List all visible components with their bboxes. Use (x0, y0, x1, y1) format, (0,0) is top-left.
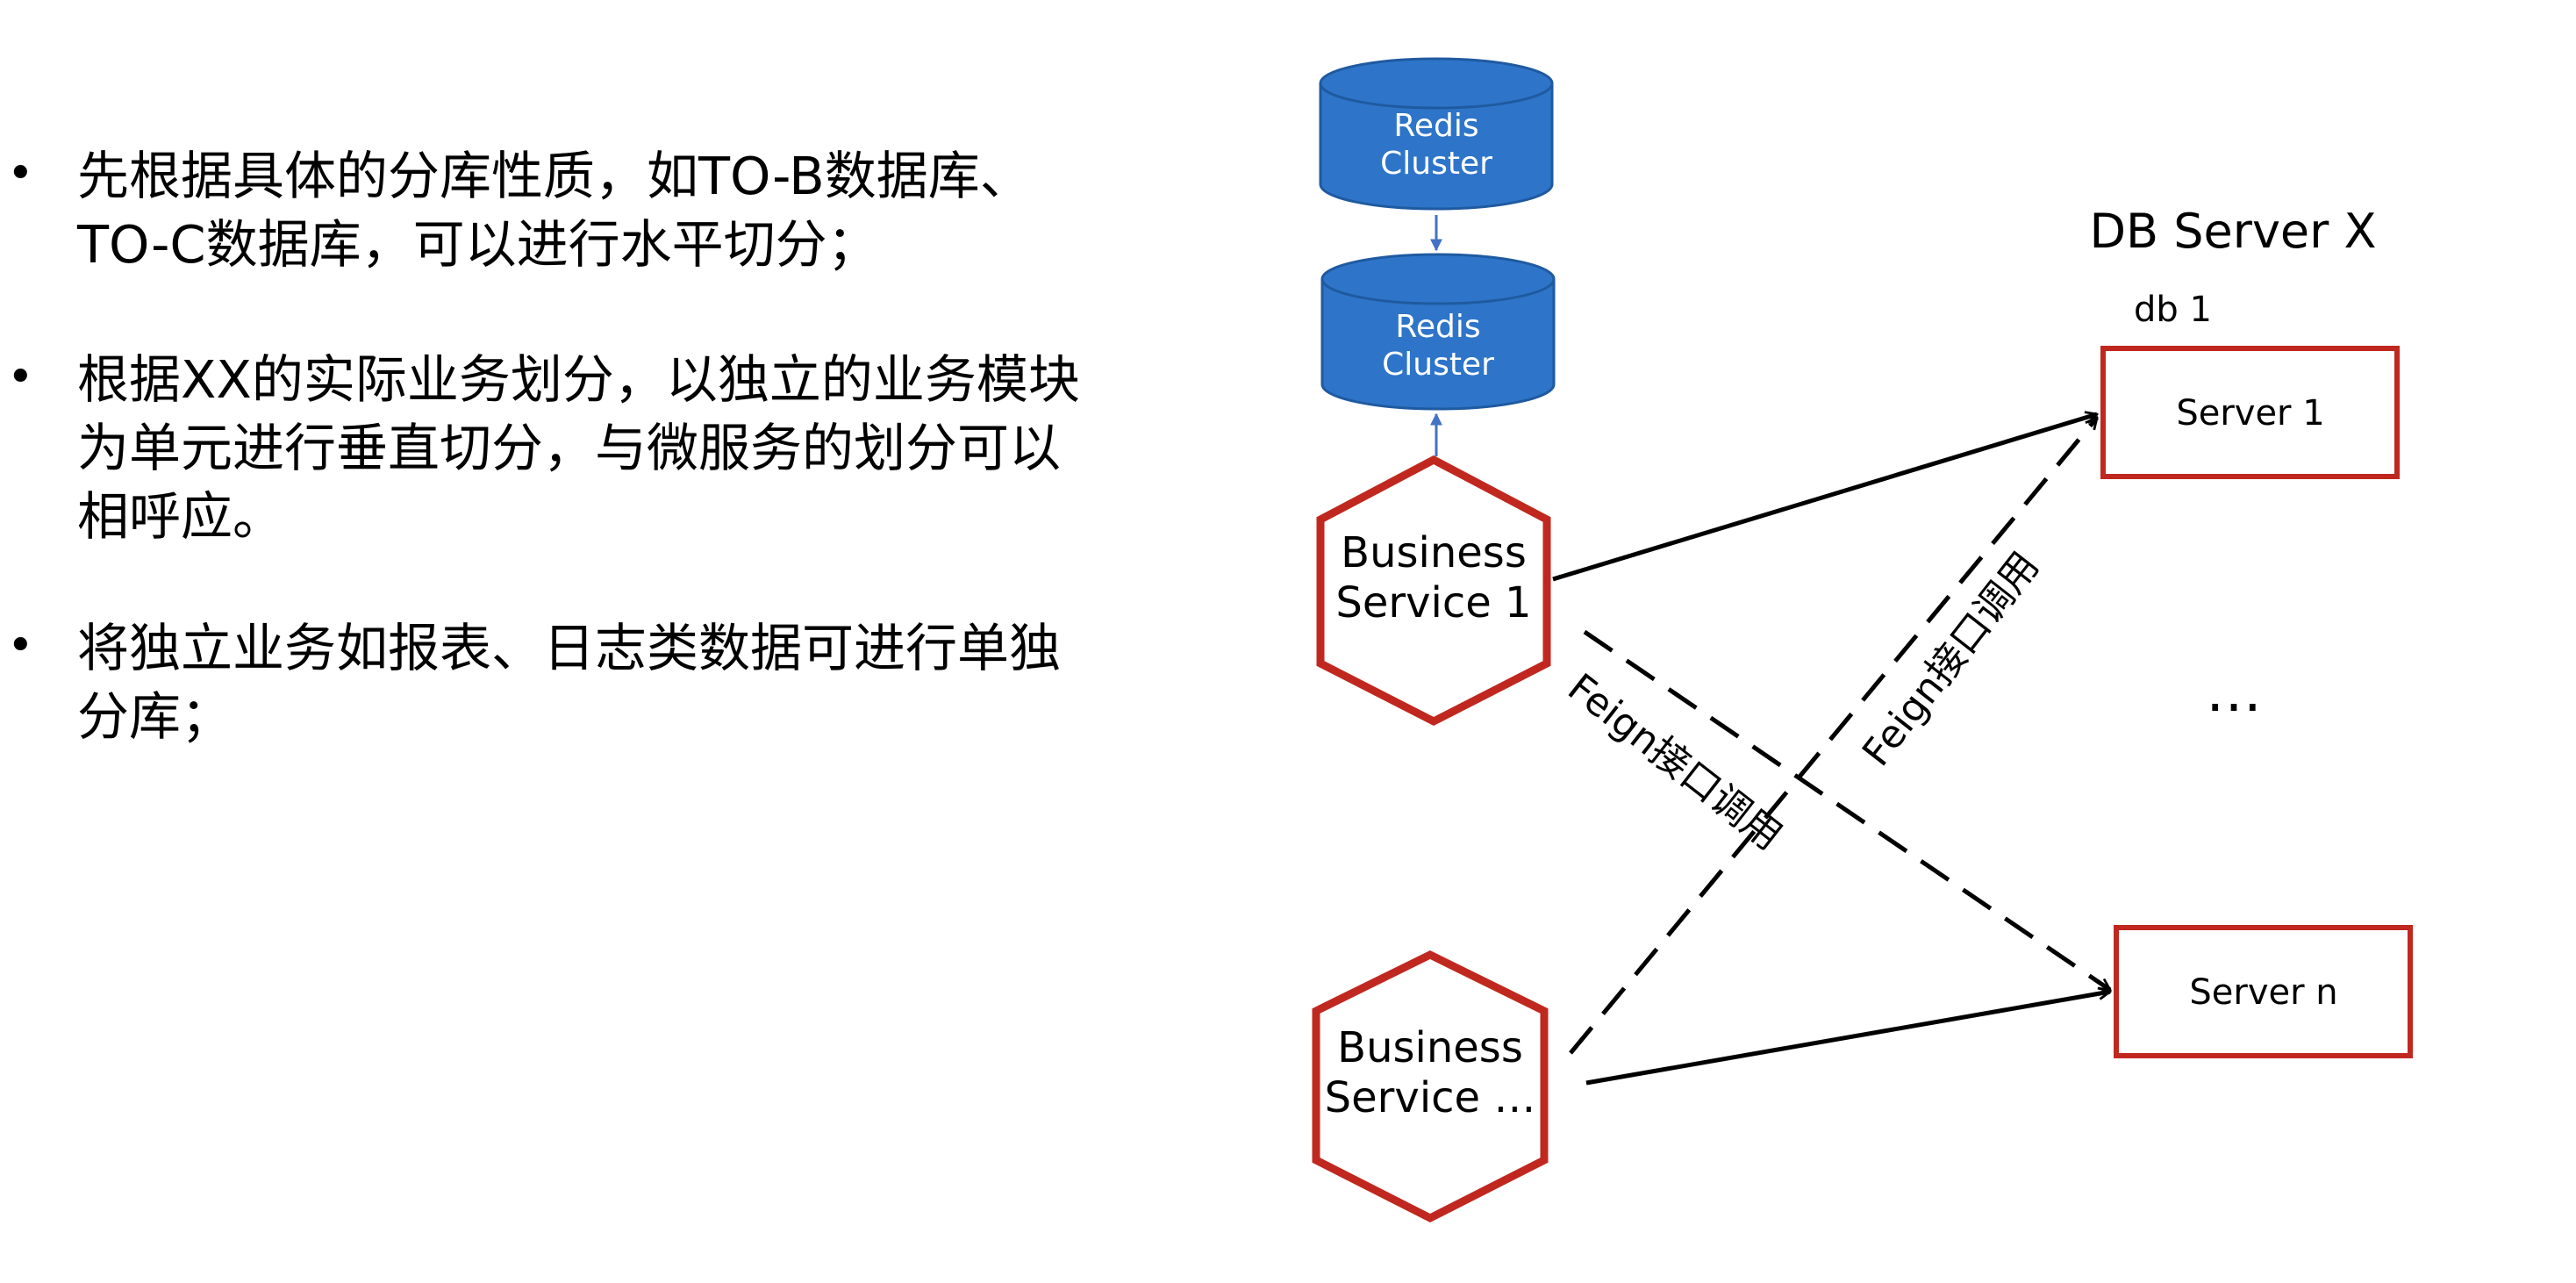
redis-cylinder-top (1320, 253, 1556, 305)
bullet-line: 将独立业务如报表、日志类数据可进行单独 (77, 618, 1062, 678)
bullet-line: TO-C数据库，可以进行水平切分； (77, 214, 879, 275)
feign-call-label-right: Feign接口调用 (1854, 544, 2048, 775)
bullet-list: • 先根据具体的分库性质，如TO-B数据库、 TO-C数据库，可以进行水平切分；… (0, 0, 1176, 878)
service1-to-server1-arrow (1552, 414, 2097, 582)
bullet-text: 根据XX的实际业务划分，以独立的业务模块 为单元进行垂直切分，与微服务的划分可以… (77, 346, 1080, 551)
bullet-line: 相呼应。 (77, 486, 285, 547)
redis-label-line2: Cluster (1382, 347, 1494, 383)
server-box (2100, 346, 2400, 479)
bullet-line: 分库； (77, 686, 233, 747)
bullet-line: 为单元进行垂直切分，与微服务的划分可以 (77, 418, 1062, 478)
redis-label-line1: Redis (1393, 108, 1478, 144)
ellipsis-more-servers: … (2206, 660, 2262, 725)
db-label: db 1 (2134, 290, 2212, 330)
bullet-line: 根据XX的实际业务划分，以独立的业务模块 (77, 349, 1080, 410)
bullet-line: 先根据具体的分库性质，如TO-B数据库、 (77, 146, 1032, 206)
service-label-line2: Service 1 (1335, 578, 1531, 627)
service-label-line2: Service … (1325, 1073, 1536, 1122)
bullet-symbol: • (7, 147, 34, 200)
service-label-line1: Business (1341, 528, 1527, 577)
servicen-to-servern-arrow (1585, 992, 2110, 1086)
bullet-text: 将独立业务如报表、日志类数据可进行单独 分库； (77, 614, 1061, 751)
service-label-line1: Business (1337, 1023, 1523, 1072)
business-service-1: Business Service 1 (1316, 455, 1551, 727)
server-n: Server n (2114, 925, 2413, 1058)
redis-cluster-bottom: Redis Cluster (1320, 253, 1556, 411)
service1-to-servern-feign-arrow (1583, 629, 2110, 993)
servicen-to-server1-feign-arrow (1569, 418, 2097, 1055)
service-hexagon (1312, 950, 1549, 1223)
service-hexagon (1316, 455, 1551, 727)
bullet-text: 先根据具体的分库性质，如TO-B数据库、 TO-C数据库，可以进行水平切分； (77, 142, 1032, 279)
redis-cylinder-top (1319, 57, 1554, 110)
bullet-symbol: • (7, 351, 34, 404)
bullet-symbol: • (7, 620, 34, 672)
server-box (2114, 925, 2413, 1058)
redis-cluster-top: Redis Cluster (1319, 57, 1554, 211)
business-service-n: Business Service … (1312, 950, 1549, 1223)
redis-label-line1: Redis (1395, 309, 1480, 345)
redis-label-line2: Cluster (1380, 146, 1492, 182)
db-server-title: DB Server X (2089, 204, 2376, 259)
server-label: Server n (2189, 972, 2337, 1013)
redis-cylinder-body (1320, 279, 1556, 411)
server-1: Server 1 (2100, 346, 2400, 479)
server-label: Server 1 (2176, 393, 2324, 434)
redis-cylinder-body (1319, 83, 1554, 211)
